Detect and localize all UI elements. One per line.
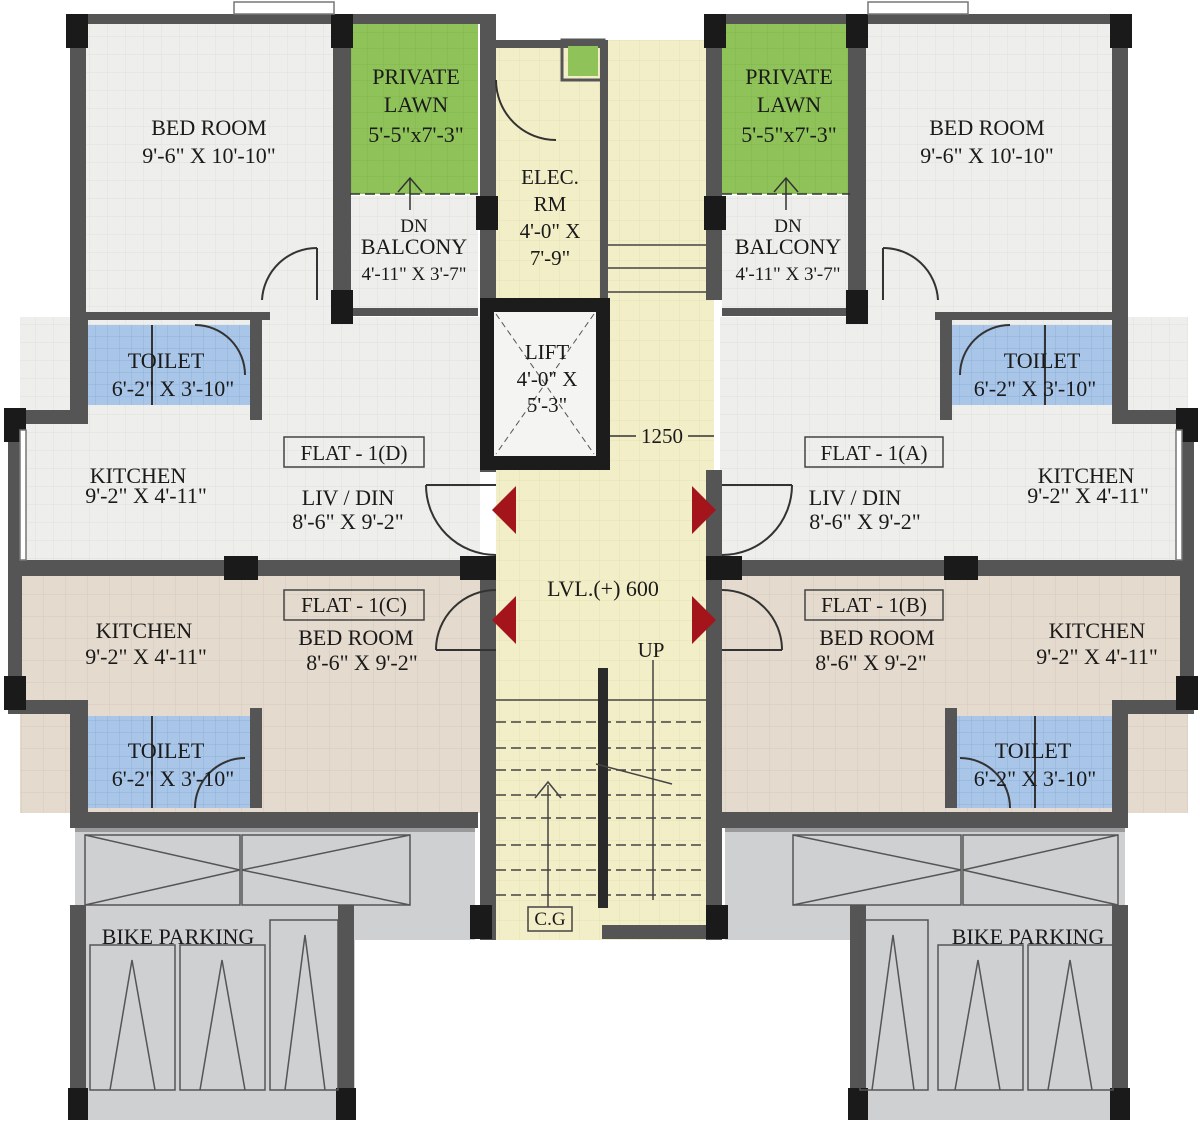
- flat-tag-d: FLAT - 1(D): [301, 441, 408, 465]
- elec-room-l2: RM: [534, 192, 567, 216]
- toilet-top-right-floor: [945, 325, 1115, 405]
- level-label: LVL.(+) 600: [547, 576, 659, 601]
- labels: BED ROOM 9'-6" X 10'-10" BED ROOM 9'-6" …: [85, 64, 1158, 949]
- bedroom-top-left-floor: [85, 22, 335, 317]
- bedroom-b-size: 8'-6" X 9'-2": [815, 650, 926, 675]
- cg-label: C.G: [534, 909, 565, 930]
- lawn-left-floor: [350, 22, 478, 194]
- flat-tag-c: FLAT - 1(C): [301, 593, 407, 617]
- lawn-left-size: 5'-5"x7'-3": [368, 122, 464, 147]
- elec-room-floor: [496, 40, 606, 298]
- toilet-tl-name: TOILET: [128, 348, 205, 373]
- flat-tags: [283, 436, 944, 932]
- elec-room-l3: 4'-0" X: [520, 219, 581, 243]
- balcony-right-dn: DN: [774, 216, 802, 237]
- lift-l1: LIFT: [525, 340, 570, 364]
- lawn-edges: [350, 176, 850, 210]
- kitchen-a-size: 9'-2" X 4'-11": [1027, 483, 1149, 508]
- lawn-right-floor: [722, 22, 850, 194]
- bike-parking-right-label: BIKE PARKING: [952, 924, 1105, 949]
- bedroom-top-right-size: 9'-6" X 10'-10": [920, 143, 1053, 168]
- bedroom-b-name: BED ROOM: [819, 625, 935, 650]
- kitchen-c-name: KITCHEN: [96, 618, 193, 643]
- toilet-bl-size: 6'-2" X 3'-10": [112, 766, 234, 791]
- livdin-a-size: 8'-6" X 9'-2": [809, 509, 920, 534]
- kitchen-d-name: KITCHEN: [90, 463, 187, 488]
- balcony-right-size: 4'-11" X 3'-7": [735, 264, 840, 285]
- toilet-br-name: TOILET: [995, 738, 1072, 763]
- toilet-partitions: [151, 325, 1046, 808]
- lawn-right-name2: LAWN: [757, 92, 821, 117]
- flat-tag-b: FLAT - 1(B): [821, 593, 927, 617]
- toilet-bl-name: TOILET: [128, 738, 205, 763]
- staircase: [496, 244, 714, 920]
- livdin-d-name: LIV / DIN: [302, 485, 395, 510]
- lift-l3: 5'-3": [527, 393, 567, 417]
- toilet-tl-size: 6'-2" X 3'-10": [112, 376, 234, 401]
- kitchen-a-name: KITCHEN: [1038, 463, 1135, 488]
- entry-arrows: [492, 486, 716, 644]
- elec-room-l1: ELEC.: [521, 165, 579, 189]
- kitchen-d-size: 9'-2" X 4'-11": [85, 483, 207, 508]
- balcony-left-size: 4'-11" X 3'-7": [361, 264, 466, 285]
- entry-arrow-c: [492, 596, 516, 644]
- balcony-left-floor: [350, 196, 478, 314]
- lawn-left-name1: PRIVATE: [372, 64, 460, 89]
- entry-arrow-a: [692, 486, 716, 534]
- flat-tag-a: FLAT - 1(A): [821, 441, 928, 465]
- balcony-right-floor: [722, 196, 850, 314]
- balcony-left-dn: DN: [400, 216, 428, 237]
- bedroom-top-left-name: BED ROOM: [151, 115, 267, 140]
- lawn-left-name2: LAWN: [384, 92, 448, 117]
- livdin-d-size: 8'-6" X 9'-2": [292, 509, 403, 534]
- toilet-tr-name: TOILET: [1004, 348, 1081, 373]
- doors: [194, 79, 1011, 809]
- lift-dimension-value: 1250: [641, 424, 683, 448]
- bike-parking-left-label: BIKE PARKING: [102, 924, 255, 949]
- elec-room-l4: 7'-9": [530, 246, 570, 270]
- lawn-right-name1: PRIVATE: [745, 64, 833, 89]
- kitchen-c-size: 9'-2" X 4'-11": [85, 644, 207, 669]
- bedroom-top-right-floor: [865, 22, 1120, 317]
- kitchen-b-name: KITCHEN: [1049, 618, 1146, 643]
- balcony-left-name: BALCONY: [361, 234, 467, 259]
- entry-arrow-b: [692, 596, 716, 644]
- bedroom-top-right-name: BED ROOM: [929, 115, 1045, 140]
- bedroom-c-size: 8'-6" X 9'-2": [306, 650, 417, 675]
- balcony-right-name: BALCONY: [735, 234, 841, 259]
- walls: [4, 14, 1198, 1120]
- windows: [19, 1, 1183, 561]
- entry-arrow-d: [492, 486, 516, 534]
- toilet-tr-size: 6'-2" X 3'-10": [974, 376, 1096, 401]
- toilet-br-size: 6'-2" X 3'-10": [974, 766, 1096, 791]
- lift-l2: 4'-0" X: [517, 367, 578, 391]
- stair-up-label: UP: [638, 638, 665, 662]
- lawn-right-size: 5'-5"x7'-3": [741, 122, 837, 147]
- livdin-a-name: LIV / DIN: [809, 485, 902, 510]
- bedroom-c-name: BED ROOM: [298, 625, 414, 650]
- parking-bays: [84, 834, 1119, 1091]
- kitchen-b-size: 9'-2" X 4'-11": [1036, 644, 1158, 669]
- bedroom-top-left-size: 9'-6" X 10'-10": [142, 143, 275, 168]
- toilet-bottom-left-floor: [88, 716, 258, 808]
